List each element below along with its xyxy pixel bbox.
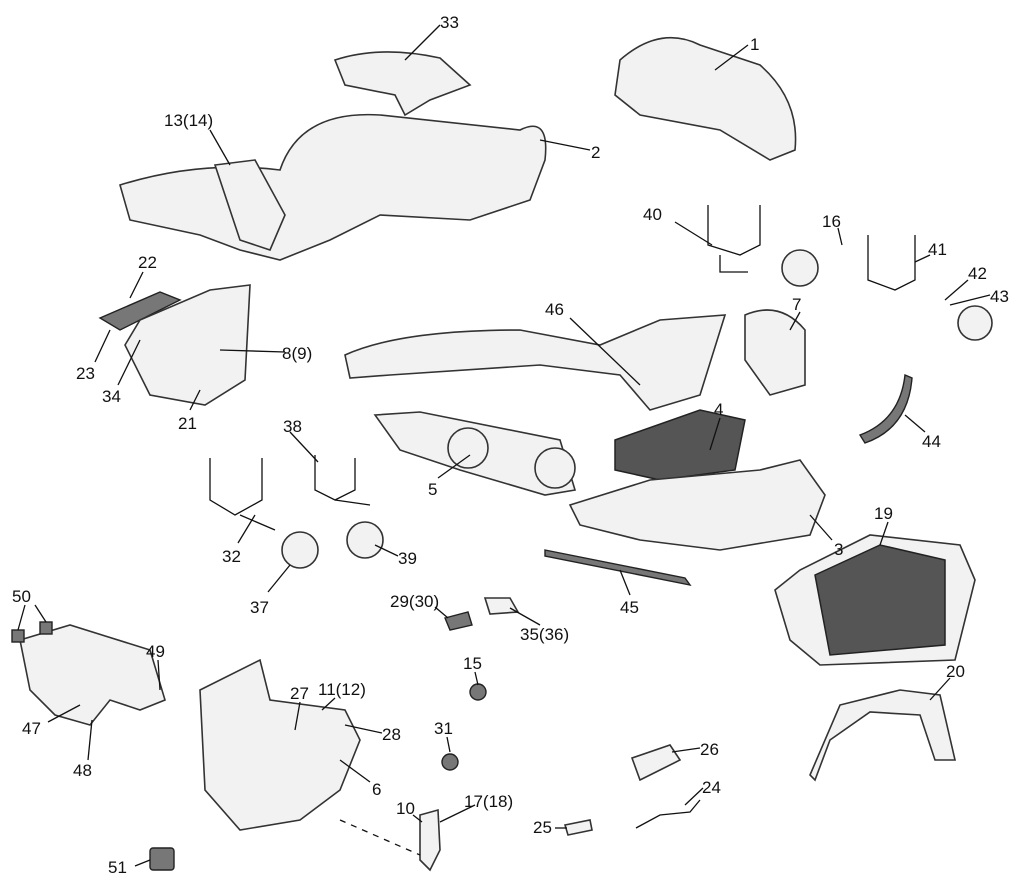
label-32: 32 bbox=[222, 547, 241, 566]
label-48: 48 bbox=[73, 761, 92, 780]
label-33: 33 bbox=[440, 13, 459, 32]
label-45: 45 bbox=[620, 598, 639, 617]
label-47: 47 bbox=[22, 719, 41, 738]
label-10: 10 bbox=[396, 799, 415, 818]
label-27: 27 bbox=[290, 684, 309, 703]
part-40-bracket bbox=[707, 205, 761, 273]
part-22-23-34-footrest bbox=[98, 291, 182, 331]
label-34: 34 bbox=[102, 387, 121, 406]
part-50-clip-2 bbox=[39, 621, 53, 635]
label-35-36: 35(36) bbox=[520, 625, 569, 644]
leader-lines bbox=[17, 24, 991, 867]
part-5-lens-right bbox=[534, 447, 576, 489]
label-51: 51 bbox=[108, 858, 127, 877]
label-43: 43 bbox=[990, 287, 1009, 306]
label-29-30: 29(30) bbox=[390, 592, 439, 611]
label-37: 37 bbox=[250, 598, 269, 617]
part-4-grille bbox=[614, 409, 746, 481]
part-10-17-bracket bbox=[419, 808, 441, 872]
part-32-bracket bbox=[209, 458, 276, 531]
label-28: 28 bbox=[382, 725, 401, 744]
part-19-mesh bbox=[814, 544, 946, 656]
part-50-clip bbox=[11, 629, 25, 643]
part-37-headlight bbox=[281, 531, 319, 569]
part-31-clip bbox=[441, 753, 459, 771]
part-51-switch bbox=[149, 847, 175, 871]
part-45-rail bbox=[544, 549, 692, 587]
label-50: 50 bbox=[12, 587, 31, 606]
label-3: 3 bbox=[834, 540, 843, 559]
part-7-light-housing bbox=[744, 309, 806, 396]
part-44-strip bbox=[858, 373, 913, 444]
part-13-side-panel bbox=[213, 159, 286, 251]
label-21: 21 bbox=[178, 414, 197, 433]
part-15-clip bbox=[469, 683, 487, 701]
part-6-inner-frame bbox=[199, 658, 361, 831]
part-29-clip bbox=[444, 611, 473, 631]
part-headlight-41 bbox=[957, 305, 993, 341]
part-21-footwell bbox=[124, 284, 251, 406]
label-6: 6 bbox=[372, 780, 381, 799]
part-41-bracket bbox=[867, 235, 916, 291]
label-26: 26 bbox=[700, 740, 719, 759]
part-25-clip bbox=[563, 819, 593, 836]
label-15: 15 bbox=[463, 654, 482, 673]
label-25: 25 bbox=[533, 818, 552, 837]
part-20-rear-trim bbox=[809, 689, 957, 782]
part-2-front-fender bbox=[119, 113, 547, 261]
part-46-front-bumper-cover bbox=[344, 314, 727, 411]
label-17-18: 17(18) bbox=[464, 792, 513, 811]
label-2: 2 bbox=[591, 143, 600, 162]
label-44: 44 bbox=[922, 432, 941, 451]
part-35-light bbox=[483, 597, 520, 615]
part-3-front-carrier bbox=[568, 459, 826, 551]
part-labels: 33 1 2 13(14) 40 16 41 42 43 22 46 7 8(9… bbox=[12, 13, 1009, 877]
part-26-bracket bbox=[630, 744, 682, 782]
part-47-frame bbox=[19, 624, 166, 726]
label-20: 20 bbox=[946, 662, 965, 681]
label-39: 39 bbox=[398, 549, 417, 568]
label-40: 40 bbox=[643, 205, 662, 224]
part-5-lens-left bbox=[447, 427, 489, 469]
label-31: 31 bbox=[434, 719, 453, 738]
label-38: 38 bbox=[283, 417, 302, 436]
label-19: 19 bbox=[874, 504, 893, 523]
label-24: 24 bbox=[702, 778, 721, 797]
part-1-rear-fender bbox=[614, 37, 797, 161]
label-8-9: 8(9) bbox=[282, 344, 312, 363]
label-49: 49 bbox=[146, 642, 165, 661]
part-38-bracket bbox=[314, 455, 371, 506]
label-1: 1 bbox=[750, 35, 759, 54]
label-23: 23 bbox=[76, 364, 95, 383]
label-7: 7 bbox=[792, 295, 801, 314]
label-42: 42 bbox=[968, 264, 987, 283]
part-24-bracket bbox=[635, 799, 701, 829]
label-16: 16 bbox=[822, 212, 841, 231]
part-33-dash-cover bbox=[333, 51, 472, 117]
part-39-headlight bbox=[346, 521, 384, 559]
label-41: 41 bbox=[928, 240, 947, 259]
label-22: 22 bbox=[138, 253, 157, 272]
label-5: 5 bbox=[428, 480, 437, 499]
label-4: 4 bbox=[714, 400, 723, 419]
label-11-12: 11(12) bbox=[318, 680, 366, 699]
label-46: 46 bbox=[545, 300, 564, 319]
label-13-14: 13(14) bbox=[164, 111, 213, 130]
part-headlight-40 bbox=[781, 249, 819, 287]
